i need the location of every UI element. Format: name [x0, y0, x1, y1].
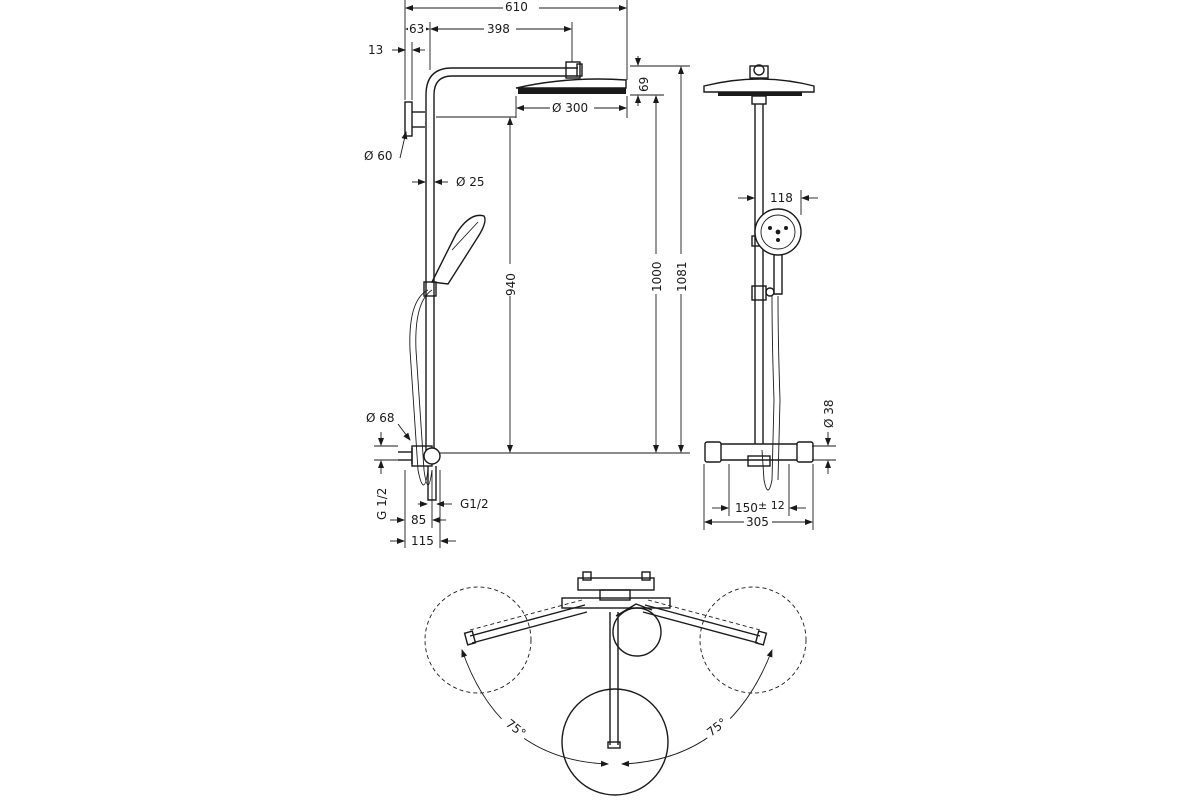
overhead-shower-head: [515, 78, 627, 94]
dim-head-dia: Ø 300: [552, 101, 588, 115]
dim-398: 398: [487, 22, 510, 36]
dim-bracket-dia: Ø 60: [364, 149, 393, 163]
dim-150: 150: [735, 501, 758, 515]
top-mixer-block: [561, 571, 671, 609]
dim-150-tol: ± 12: [758, 499, 785, 512]
top-view: 75° 75°: [424, 571, 807, 796]
dim-305: 305: [746, 515, 769, 529]
dim-1000: 1000: [650, 261, 664, 292]
side-view: 610 63 398 13 Ø 60 Ø 25 Ø 300 69: [364, 0, 690, 548]
swing-circle-left: [424, 586, 532, 694]
dim-outlet-thread: G1/2: [460, 497, 489, 511]
handshower: [423, 214, 486, 297]
dim-1081: 1081: [675, 261, 689, 292]
dim-inlet-thread: G 1/2: [375, 488, 389, 520]
dim-13: 13: [368, 43, 383, 57]
dim-610: 610: [505, 0, 528, 14]
thermostat-mixer-side: [398, 445, 441, 501]
overhead-shower-head-front: [703, 64, 815, 105]
riser-pipe: [425, 95, 435, 452]
angle-arc-right: [621, 649, 773, 767]
angle-arc-left: [461, 649, 609, 767]
dim-mixer-body-dia: Ø 38: [822, 399, 836, 428]
dim-63: 63: [409, 22, 424, 36]
wall-bracket: [404, 101, 413, 137]
dim-69: 69: [637, 77, 651, 92]
dim-85: 85: [411, 513, 426, 527]
swing-arm-left: [463, 599, 588, 646]
shower-arm: [425, 61, 583, 96]
handshower-front: [754, 208, 802, 295]
dim-115: 115: [411, 534, 434, 548]
thermostat-mixer-front: [704, 441, 814, 467]
dim-pipe-dia: Ø 25: [456, 175, 485, 189]
dim-mixer-dia: Ø 68: [366, 411, 395, 425]
dim-118: 118: [770, 191, 793, 205]
hose: [409, 289, 433, 486]
dim-940: 940: [504, 273, 518, 296]
front-view: 118 Ø 38 150 ± 12 305: [703, 64, 836, 530]
swing-arm-right: [642, 599, 768, 646]
swing-circle-right: [699, 586, 807, 694]
